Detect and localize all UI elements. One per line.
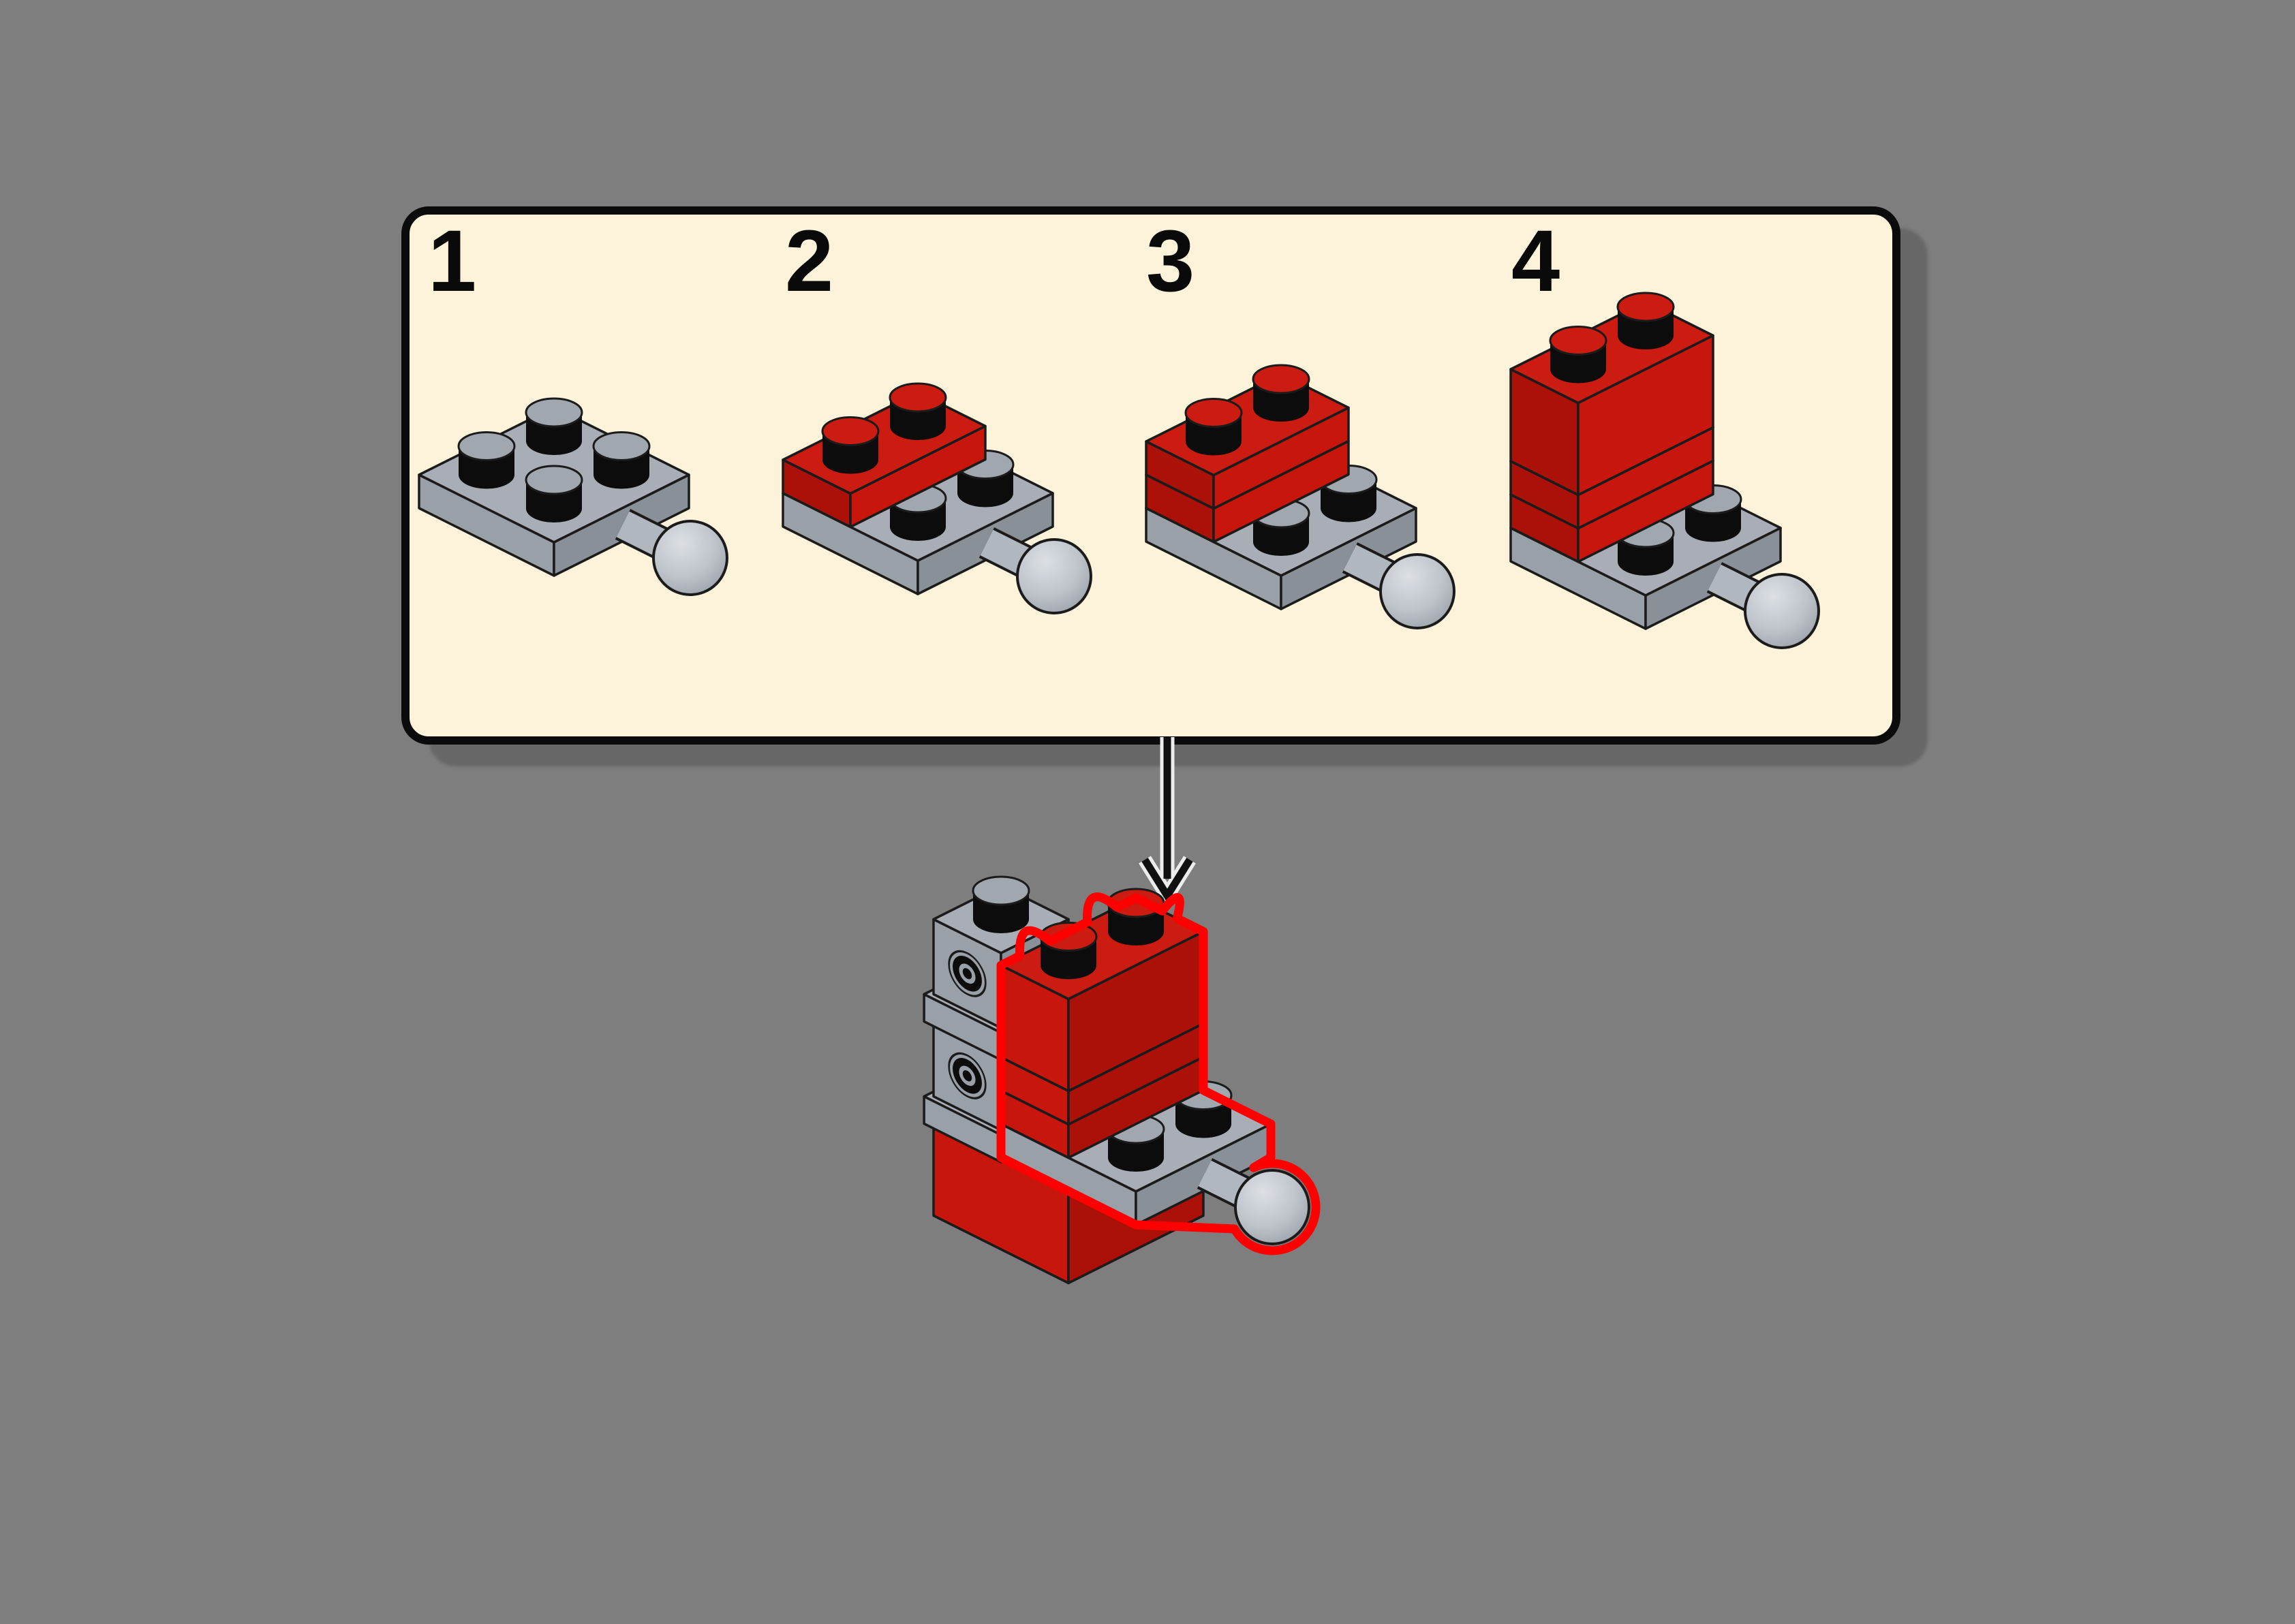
step-1-label: 1 (428, 213, 477, 310)
step-4-label: 4 (1511, 213, 1560, 310)
arrow-down-icon (1139, 737, 1196, 909)
step-3-label: 3 (1146, 213, 1195, 310)
final-model-illustration (923, 875, 1321, 1285)
step-3-illustration (1145, 364, 1455, 629)
step-1-illustration (418, 397, 728, 596)
step-4-illustration (1509, 292, 1820, 649)
step-2-illustration (782, 382, 1092, 614)
step-2-label: 2 (785, 213, 834, 310)
